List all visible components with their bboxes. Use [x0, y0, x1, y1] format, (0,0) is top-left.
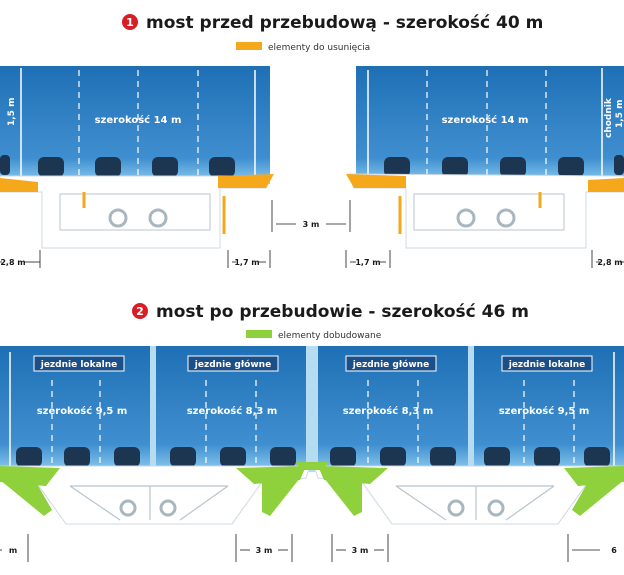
- section-1: 1 most przed przebudową - szerokość 40 m…: [0, 13, 624, 268]
- right-outer-dimension: 2,8 m: [597, 258, 622, 267]
- lane-width: szerokość 8,3 m: [343, 405, 434, 417]
- gap-dimension-1: 3 m: [303, 220, 320, 229]
- section-1-title: most przed przebudową - szerokość 40 m: [146, 13, 543, 33]
- gap-right-dimension-2: 3 m: [352, 546, 369, 555]
- legend-added-label: elementy dobudowane: [278, 331, 382, 341]
- right-cars: [384, 155, 624, 177]
- lane-width: szerokość 8,3 m: [187, 405, 278, 417]
- left-cars: [0, 155, 235, 177]
- dimension-lines-2: [0, 534, 600, 562]
- car: [270, 447, 296, 467]
- dimension-lines-1: [0, 200, 624, 268]
- pipe-icon: [496, 208, 516, 228]
- badge-2: [132, 303, 148, 319]
- added-brace: [262, 478, 300, 516]
- car: [152, 157, 178, 177]
- legend-removed-swatch: [236, 42, 262, 50]
- cars-2: [16, 447, 610, 467]
- right-removed-cantilever: [346, 174, 406, 188]
- badge-1: [122, 14, 138, 30]
- lane-width: szerokość 9,5 m: [37, 405, 128, 417]
- added-median: [296, 462, 328, 470]
- added-elements: [0, 462, 624, 516]
- lane-edges-2: [9, 352, 615, 468]
- badge-2-number: 2: [136, 305, 144, 318]
- legend-removed-label: elementy do usunięcia: [268, 43, 370, 53]
- right-outer-dimension-2: 6: [611, 546, 617, 555]
- lane-label: jezdnie lokalne: [508, 360, 586, 370]
- pipe-icon: [159, 499, 177, 517]
- truss-lines: [69, 485, 555, 521]
- right-box-girder: [413, 193, 565, 231]
- legend-added-swatch: [246, 330, 272, 338]
- median-strip: [468, 346, 474, 472]
- left-outer-dimension: 2,8 m: [0, 258, 25, 267]
- right-sidewalk-width: 1,5 m: [615, 100, 624, 128]
- car: [484, 447, 510, 467]
- added-brace: [572, 480, 624, 516]
- left-inner-dimension: 1,7 m: [234, 258, 259, 267]
- car: [384, 157, 410, 177]
- car: [442, 157, 468, 177]
- right-road-width: szerokość 14 m: [442, 114, 529, 126]
- car: [209, 157, 235, 177]
- pipe-icon: [108, 208, 128, 228]
- pipe-icon: [487, 499, 505, 517]
- car: [16, 447, 42, 467]
- pipe-icon: [148, 208, 168, 228]
- lane-label-box: [501, 355, 593, 372]
- lane-label: jezdnie lokalne: [40, 360, 118, 370]
- car: [95, 157, 121, 177]
- right-removed-cantilever: [588, 178, 624, 192]
- lane-width: szerokość 9,5 m: [499, 405, 590, 417]
- median-strip: [150, 346, 156, 472]
- left-removed-cantilever: [218, 174, 274, 188]
- car: [170, 447, 196, 467]
- section-2: 2 most po przebudowie - szerokość 46 m e…: [0, 302, 624, 562]
- car: [114, 447, 140, 467]
- lane-label-box: [187, 355, 279, 372]
- car: [500, 157, 526, 177]
- lane-label: jezdnie główne: [352, 359, 429, 370]
- pipe-icon: [119, 499, 137, 517]
- median-gap: [306, 346, 318, 472]
- car: [330, 447, 356, 467]
- pipe-icon: [447, 499, 465, 517]
- lane-label: jezdnie główne: [194, 359, 271, 370]
- right-inner-dimension: 1,7 m: [355, 258, 380, 267]
- lane-label-box: [33, 355, 125, 372]
- gap-left-dimension-2: 3 m: [256, 546, 273, 555]
- left-outer-dimension-2: m: [9, 546, 17, 555]
- car: [220, 447, 246, 467]
- car: [38, 157, 64, 177]
- section-2-title: most po przebudowie - szerokość 46 m: [156, 302, 529, 322]
- car: [558, 157, 584, 177]
- car: [534, 447, 560, 467]
- left-box-girder: [59, 193, 211, 231]
- car: [614, 155, 624, 175]
- car: [64, 447, 90, 467]
- car: [584, 447, 610, 467]
- added-brace: [0, 480, 52, 516]
- right-sidewalk-label: chodnik: [604, 97, 614, 138]
- badge-1-number: 1: [126, 16, 134, 29]
- car: [380, 447, 406, 467]
- pipe-icon: [456, 208, 476, 228]
- left-removed-cantilever: [0, 178, 38, 192]
- car: [0, 155, 10, 175]
- left-road-width: szerokość 14 m: [95, 114, 182, 126]
- left-sidewalk-width: 1,5 m: [7, 98, 17, 126]
- lane-markings-2: [51, 380, 575, 465]
- added-brace: [324, 478, 362, 516]
- lane-label-box: [345, 355, 437, 372]
- car: [430, 447, 456, 467]
